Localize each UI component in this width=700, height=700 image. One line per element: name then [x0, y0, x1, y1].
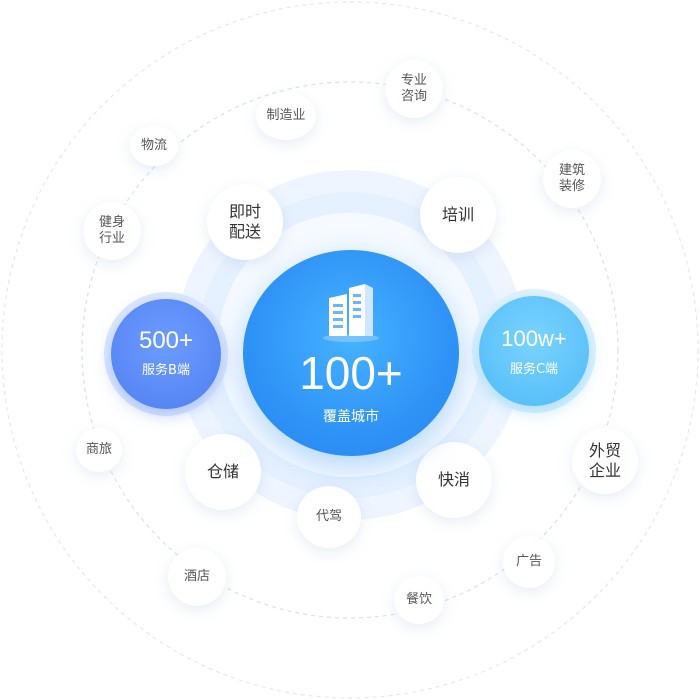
badge-label: 服务B端	[142, 363, 190, 378]
node-label: 快消	[437, 470, 470, 489]
node-catering: 餐饮	[394, 576, 444, 624]
node-label: 广告	[515, 553, 542, 569]
node-label: 外贸 企业	[588, 441, 621, 480]
node-label: 制造业	[266, 107, 306, 123]
node-business-travel: 商旅	[76, 428, 122, 472]
badge-value: 100w+	[501, 326, 567, 351]
node-foreign-trade: 外贸 企业	[572, 428, 638, 494]
center-value: 100+	[299, 347, 403, 399]
node-warehousing: 仓储	[185, 434, 261, 510]
badge-value: 500+	[138, 327, 194, 354]
badge-label: 服务C端	[509, 362, 559, 377]
node-hotel: 酒店	[168, 548, 226, 606]
node-fmcg: 快消	[416, 442, 492, 518]
node-label: 餐饮	[405, 591, 432, 607]
node-instant-delivery: 即时 配送	[207, 184, 283, 260]
node-manufacturing: 制造业	[256, 92, 316, 140]
node-training: 培训	[420, 177, 496, 253]
node-advertising: 广告	[503, 536, 555, 588]
node-label: 物流	[140, 137, 167, 153]
node-label: 专业 咨询	[400, 72, 427, 104]
node-label: 健身 行业	[98, 214, 125, 246]
node-label: 仓储	[206, 462, 239, 481]
badge-c-side: 100w+ 服务C端	[479, 296, 589, 406]
center-label: 覆盖城市	[323, 409, 379, 425]
node-consulting: 专业 咨询	[385, 60, 443, 118]
node-construction: 建筑 装修	[543, 150, 601, 208]
center-circle: 100+ 覆盖城市	[243, 250, 459, 456]
node-label: 即时 配送	[228, 202, 261, 241]
badge-b-side: 500+ 服务B端	[111, 299, 221, 409]
node-fitness: 健身 行业	[83, 202, 141, 260]
building-icon	[323, 284, 379, 342]
node-label: 酒店	[183, 568, 210, 584]
node-logistics: 物流	[130, 126, 178, 166]
node-label: 代驾	[315, 508, 342, 524]
node-label: 商旅	[85, 441, 112, 457]
node-designated-driving: 代驾	[297, 486, 361, 548]
node-label: 培训	[441, 205, 474, 224]
node-label: 建筑 装修	[558, 162, 585, 194]
